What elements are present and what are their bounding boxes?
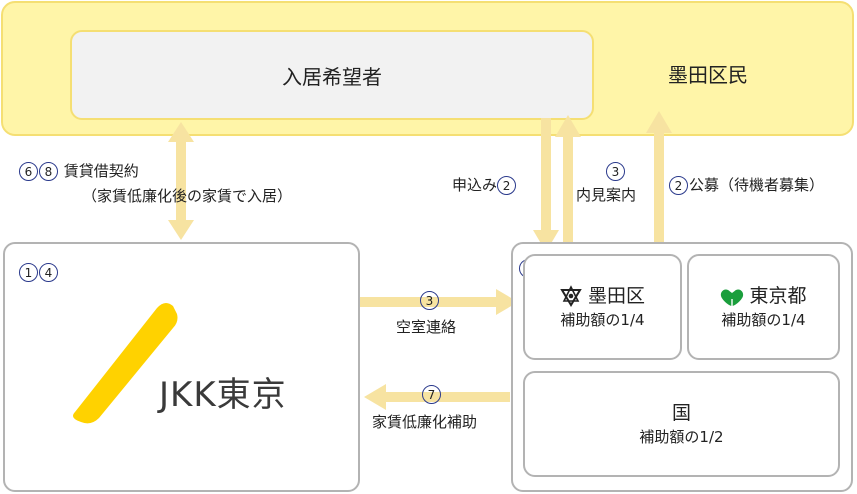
step-badge: 4	[39, 263, 58, 282]
sumida-box: 墨田区 補助額の1/4	[523, 254, 682, 360]
step-badge: 1	[19, 263, 38, 282]
apply-arrow-shaft	[541, 118, 551, 234]
recruit-text: 公募（待機者募集）	[689, 176, 825, 194]
step-badge: 3	[606, 162, 625, 181]
step-badge: 7	[422, 385, 441, 404]
contract-note: （家賃低廉化後の家賃で入居）	[82, 187, 293, 205]
applicant-label: 入居希望者	[282, 64, 382, 89]
subsidy-badge-wrap: 7	[422, 385, 442, 404]
jkk-logo-text: JKK東京	[159, 375, 287, 415]
kuni-name: 国	[671, 402, 691, 424]
sumida-emblem-icon	[560, 285, 582, 307]
resident-label: 墨田区民	[668, 63, 748, 87]
viewing-arrow-shaft	[563, 134, 573, 254]
applicant-box: 入居希望者	[70, 30, 594, 120]
apply-text: 申込み	[452, 176, 498, 194]
vacancy-text: 空室連絡	[396, 318, 457, 336]
subsidy-text: 家賃低廉化補助	[372, 413, 478, 431]
tokyo-ginkgo-icon	[721, 289, 744, 306]
recruit-arrow-shaft	[654, 130, 664, 254]
tokyo-name: 東京都	[749, 285, 807, 307]
viewing-arrow-head	[555, 115, 581, 137]
contract-arrow-shaft	[176, 140, 186, 222]
subsidy-arrow-head	[364, 384, 386, 410]
subsidy-arrow-shaft	[382, 392, 510, 402]
contract-title: 賃貸借契約	[63, 162, 139, 180]
recruit-arrow-head	[646, 111, 672, 133]
contract-arrow-head-down	[168, 220, 194, 240]
step-badge: 8	[39, 162, 58, 181]
step-badge: 6	[19, 162, 38, 181]
apply-arrow-head	[533, 230, 559, 252]
step-badge: 2	[669, 176, 688, 195]
sumida-share: 補助額の1/4	[560, 311, 645, 329]
viewing-label: 3	[578, 162, 654, 181]
viewing-text: 内見案内	[576, 186, 637, 204]
kuni-share: 補助額の1/2	[639, 428, 724, 446]
tokyo-box: 東京都 補助額の1/4	[687, 254, 840, 360]
sumida-name: 墨田区	[587, 285, 645, 307]
vacancy-arrow-head	[496, 289, 518, 315]
vacancy-badge-wrap: 3	[420, 291, 440, 310]
tokyo-title: 東京都	[720, 283, 807, 309]
step-badge: 3	[420, 291, 439, 310]
step-badge: 2	[497, 176, 517, 195]
tokyo-share: 補助額の1/4	[721, 311, 806, 329]
kuni-box: 国 補助額の1/2	[523, 371, 840, 477]
contract-arrow-head-up	[168, 122, 194, 142]
sumida-title: 墨田区	[560, 283, 645, 309]
jkk-logo-mark	[73, 302, 178, 424]
